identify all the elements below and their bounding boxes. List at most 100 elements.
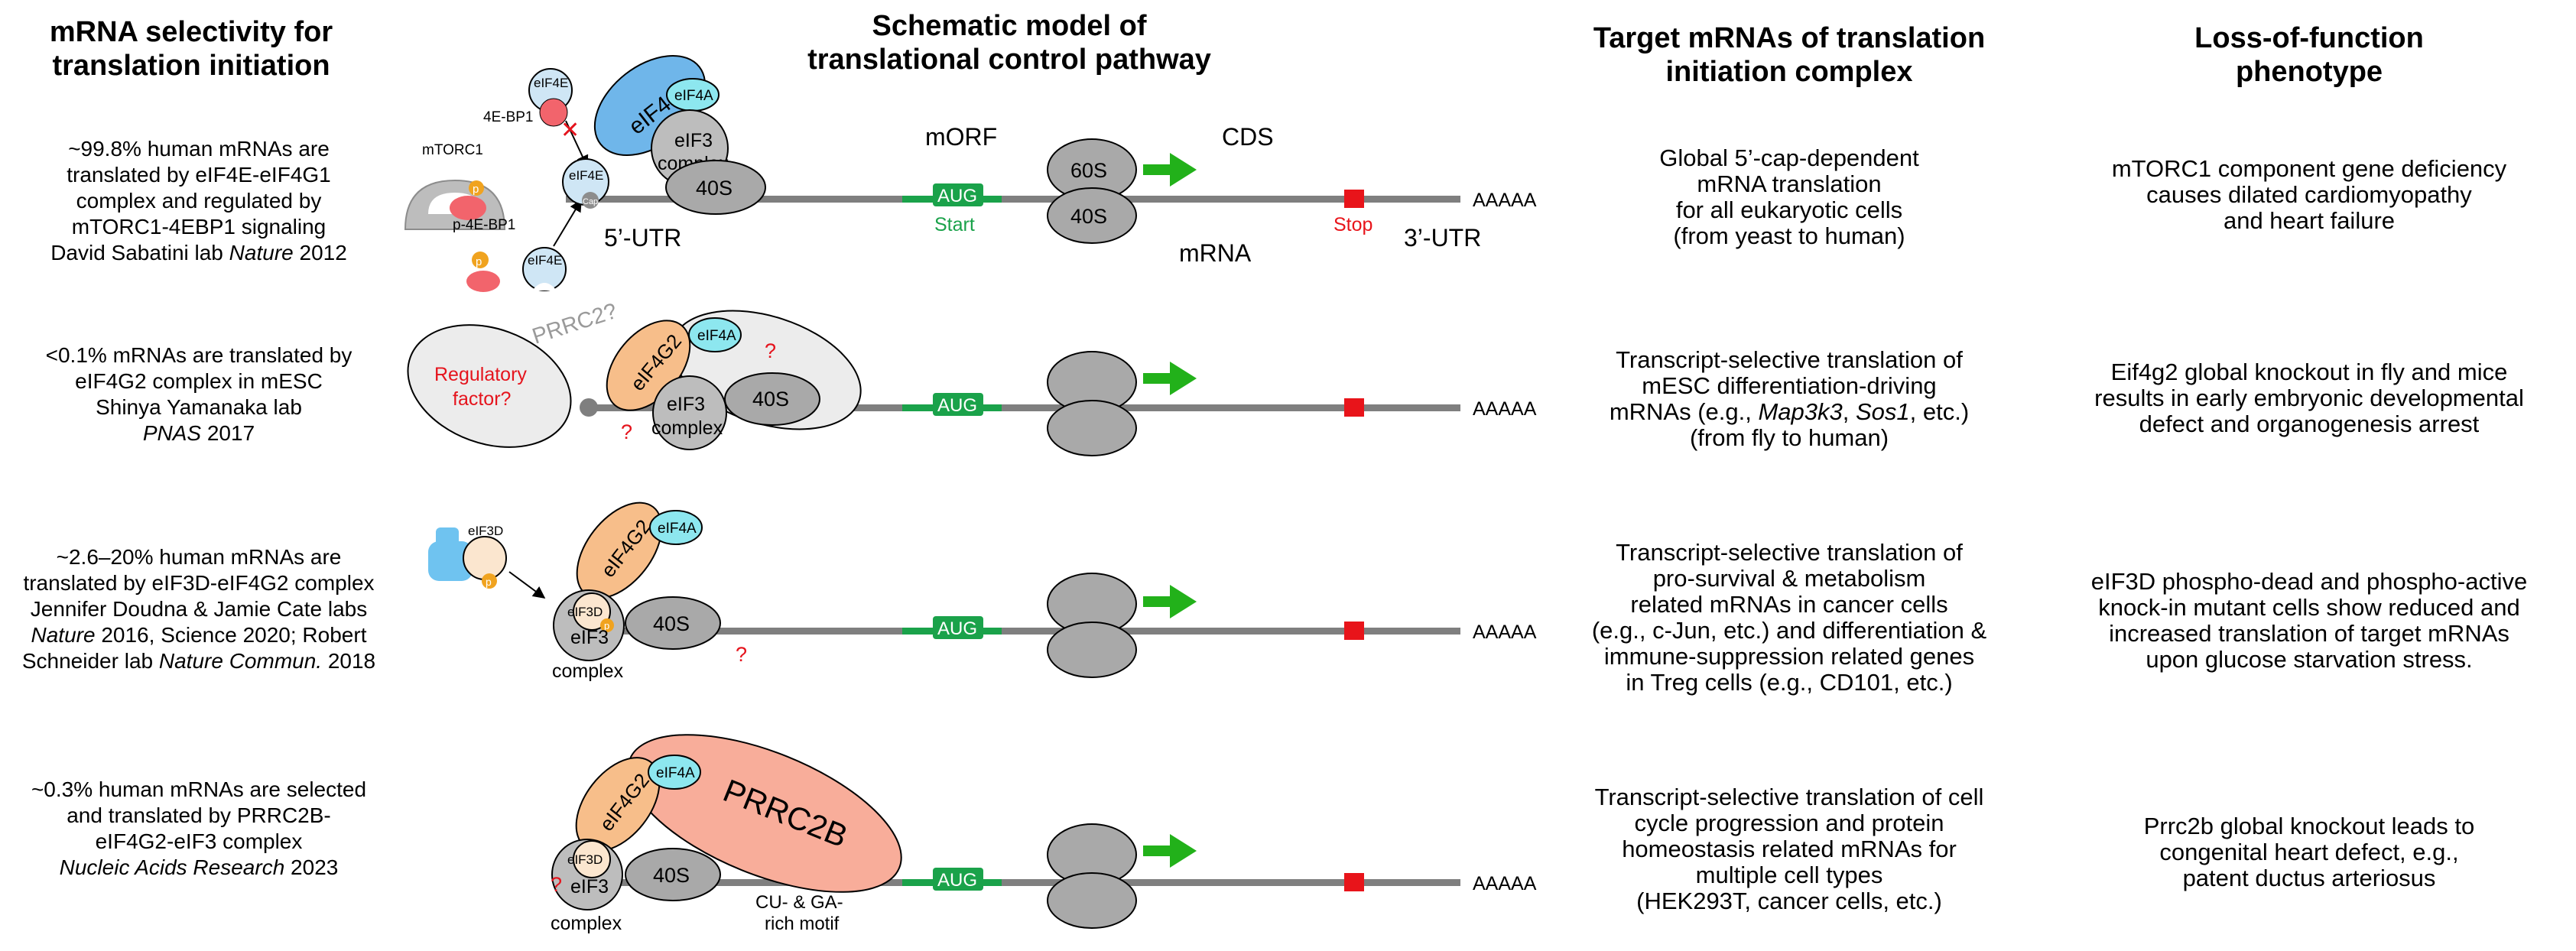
phenotype-row-3: eIF3D phospho-dead and phospho-active kn… [2090,568,2528,673]
80s-ribosome-row3 [1047,573,1137,678]
svg-text:CU- & GA-: CU- & GA- [755,892,843,913]
selectivity-row-3: ~2.6–20% human mRNAs are translated by e… [21,545,376,673]
svg-text:40S: 40S [653,864,690,887]
svg-text:AUG: AUG [937,395,977,416]
svg-text:Stop: Stop [1333,214,1372,235]
header-schematic: Schematic model of translational control… [807,10,1211,76]
regulatory-factor: Regulatory factor? PRRC2? [407,299,620,448]
svg-text:AAAAA: AAAAA [1473,398,1537,420]
svg-text:p: p [473,183,479,196]
svg-text:4E-BP1: 4E-BP1 [483,109,533,125]
eif4e-cap: eIF4E Cap [562,158,609,209]
svg-text:p: p [486,576,492,588]
mrna-line [589,404,1460,411]
eif4a-row2: eIF4A [688,317,742,352]
svg-text:eIF4A: eIF4A [697,328,736,344]
svg-text:complex: complex [551,913,622,934]
elongation-arrow-row2 [1143,362,1197,395]
selectivity-row-4: ~0.3% human mRNAs are selected and trans… [31,777,367,879]
mrna-line [566,196,1460,203]
stop-box-row3 [1344,622,1364,640]
svg-text:p: p [476,255,482,268]
stop-box-row1 [1344,190,1364,208]
svg-text:complex: complex [651,417,723,439]
svg-text:?: ? [736,643,747,666]
svg-text:40S: 40S [1070,205,1107,228]
svg-text:eIF3D: eIF3D [567,605,603,619]
svg-text:CDS: CDS [1222,123,1274,151]
phenotype-row-1: mTORC1 component gene deficiency causes … [2111,155,2507,234]
svg-text:factor?: factor? [453,388,511,410]
svg-text:p: p [604,620,609,631]
svg-text:eIF4A: eIF4A [658,521,697,537]
eif3-complex-row2: eIF3 complex [651,375,727,450]
svg-text:eIF3: eIF3 [667,394,705,415]
mtorc1-complex: mTORC1 p p-4E-BP1 [404,142,515,233]
phospho-icon [472,252,489,268]
elongation-arrow-row1 [1143,153,1197,187]
svg-text:?: ? [621,420,632,443]
svg-text:40S: 40S [752,388,789,411]
header-targets: Target mRNAs of translation initiation c… [1593,22,1986,88]
aug-box-row2 [933,393,983,416]
targets-row-3: Transcript-selective translation of pro-… [1591,539,1987,696]
svg-text:eIF3: eIF3 [570,627,609,648]
targets-row-1: Global 5’-cap-dependent mRNA translation… [1659,144,1919,249]
stop-box-row2 [1344,398,1364,417]
aug-box-row1 [933,183,983,206]
eif4a-row3: eIF4A [649,510,703,545]
svg-text:Cap: Cap [583,197,598,206]
eif4e-4ebp1: eIF4E 4E-BP1 [483,68,573,127]
svg-text:AUG: AUG [937,186,977,206]
svg-text:mTORC1: mTORC1 [422,142,483,158]
svg-text:AUG: AUG [937,618,977,639]
svg-text:40S: 40S [696,177,733,200]
elongation-arrow-row4 [1143,834,1197,868]
aug-box-row3 [933,616,983,639]
elongation-arrow-row3 [1143,585,1197,618]
mrna-line [566,879,1460,886]
svg-text:PRRC2?: PRRC2? [529,299,620,349]
eif4a-row4: eIF4A [648,755,701,790]
svg-text:AAAAA: AAAAA [1473,190,1537,211]
svg-text:eIF3D: eIF3D [567,852,603,867]
eif3-complex-row4: eIF3D eIF3 complex ? [551,839,623,934]
stop-box-row4 [1344,873,1364,891]
targets-row-2: Transcript-selective translation of mESC… [1609,346,1970,451]
svg-text:eIF4A: eIF4A [674,88,713,104]
eif4e-free: eIF4E [522,247,567,291]
svg-text:40S: 40S [653,612,690,635]
header-selectivity: mRNA selectivity for translation initiat… [49,16,333,82]
svg-text:eIF4E: eIF4E [528,253,562,268]
4ebp1-free [466,271,500,292]
svg-text:eIF4E: eIF4E [569,168,603,183]
selectivity-row-2: <0.1% mRNAs are translated by eIF4G2 com… [45,343,352,445]
80s-ribosome-row1: 60S 40S [1047,138,1137,244]
svg-text:AAAAA: AAAAA [1473,873,1537,894]
cap-dot [580,398,598,417]
40s-row3: 40S [625,596,721,650]
svg-text:eIF3: eIF3 [674,130,713,151]
40s-row2: 40S [724,372,820,426]
row4-schematic: PRRC2B eIF4G2 eIF4A eIF3D eIF3 complex ?… [551,734,1537,934]
svg-text:complex: complex [552,661,624,682]
80s-ribosome-row4 [1047,823,1137,929]
svg-text:p-4E-BP1: p-4E-BP1 [453,217,515,233]
phenotype-row-4: Prrc2b global knockout leads to congenit… [2143,813,2475,891]
svg-text:3’-UTR: 3’-UTR [1404,224,1481,252]
row3-schematic: eIF3D p eIF4G2 eIF4A eIF3D p eIF3 comple… [428,501,1537,682]
40s-row1: 40S [665,160,766,215]
svg-text:?: ? [765,339,776,362]
phenotype-row-2: Eif4g2 global knockout in fly and mice r… [2094,359,2524,437]
svg-text:eIF3D: eIF3D [468,524,503,538]
eif3-complex-row3: eIF3D p eIF3 complex [552,589,625,682]
svg-text:eIF4E: eIF4E [534,76,568,90]
svg-text:?: ? [551,873,562,896]
svg-text:rich motif: rich motif [765,914,840,934]
header-phenotype: Loss-of-function phenotype [2194,22,2424,88]
eif4a-row1: eIF4A [666,78,720,112]
svg-text:mORF: mORF [925,123,997,151]
svg-text:5’-UTR: 5’-UTR [604,224,681,252]
aug-box-row4 [933,868,983,891]
